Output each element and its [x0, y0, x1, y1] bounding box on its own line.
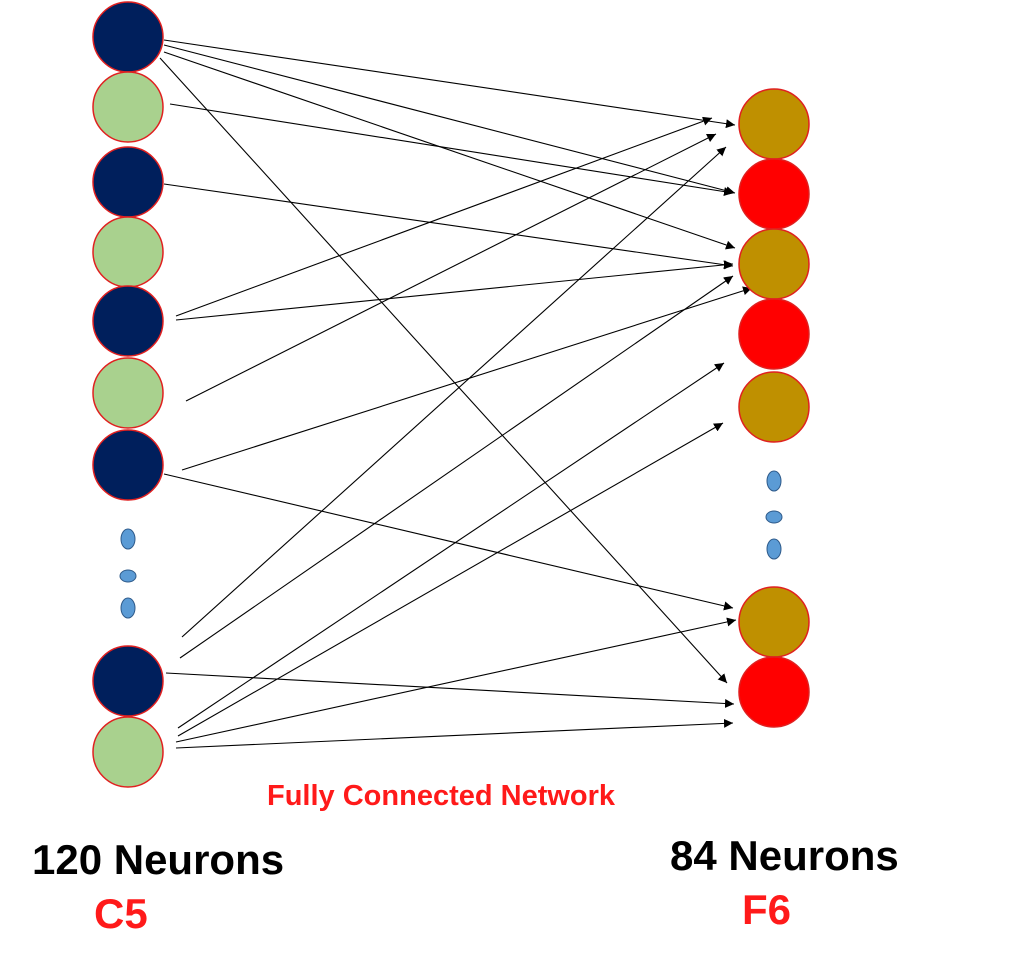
connection-arrow	[163, 39, 736, 129]
ellipsis-dot	[766, 538, 782, 560]
ellipsis-dot	[766, 470, 782, 492]
connection-arrow	[181, 286, 753, 471]
left-layer-name: C5	[94, 890, 148, 937]
ellipsis-dot	[765, 510, 783, 524]
right-layer-name: F6	[742, 886, 792, 933]
right-neuron	[738, 586, 810, 658]
left-layer-count: 120 Neurons	[32, 836, 285, 883]
left-layer-neurons	[92, 1, 164, 788]
connection-arrow	[175, 718, 734, 749]
left-layer-ellipsis	[119, 528, 137, 619]
right-neuron	[738, 298, 810, 370]
left-neuron	[92, 1, 164, 73]
connection-arrow	[177, 362, 725, 729]
right-neuron	[738, 228, 810, 300]
connection-arrow	[175, 116, 713, 317]
right-neuron	[738, 158, 810, 230]
right-layer-ellipsis	[765, 470, 783, 560]
left-neuron	[92, 645, 164, 717]
ellipsis-dot	[120, 528, 136, 550]
connection-arrow	[163, 473, 734, 611]
connection-arrow	[159, 57, 728, 684]
connection-arrow	[179, 275, 734, 659]
left-neuron	[92, 71, 164, 143]
connection-arrow	[181, 146, 727, 638]
connection-arrow	[175, 617, 737, 743]
connections	[159, 39, 753, 749]
connection-arrow	[163, 44, 736, 196]
connection-arrow	[165, 672, 735, 709]
connection-arrow	[163, 183, 734, 270]
right-neuron	[738, 656, 810, 728]
right-layer-count: 84 Neurons	[670, 832, 899, 879]
right-layer-neurons	[738, 88, 810, 728]
left-neuron	[92, 285, 164, 357]
ellipsis-dot	[120, 597, 136, 619]
left-neuron	[92, 216, 164, 288]
network-title: Fully Connected Network	[267, 780, 616, 812]
connection-arrow	[163, 51, 736, 250]
left-neuron	[92, 357, 164, 429]
connection-arrow	[177, 422, 724, 737]
left-neuron	[92, 429, 164, 501]
right-neuron	[738, 88, 810, 160]
ellipsis-dot	[119, 569, 137, 583]
connection-arrow	[185, 133, 717, 402]
left-neuron	[92, 716, 164, 788]
right-neuron	[738, 371, 810, 443]
left-neuron	[92, 146, 164, 218]
connection-arrow	[175, 260, 734, 321]
connection-arrow	[169, 103, 734, 197]
